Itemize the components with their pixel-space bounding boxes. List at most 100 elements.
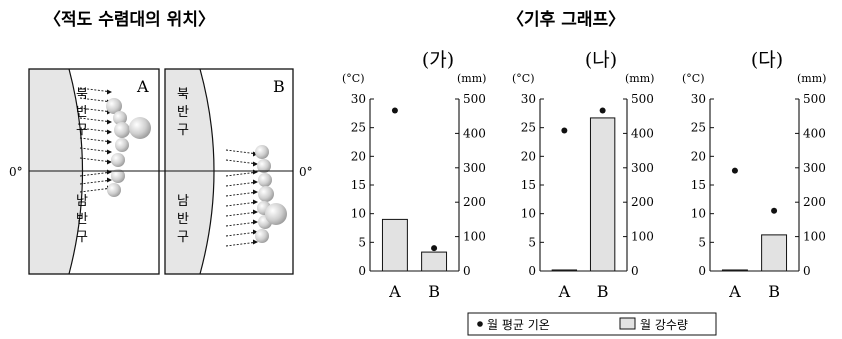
temperature-point xyxy=(431,245,438,252)
left-tick-label: 20 xyxy=(691,149,706,163)
left-tick-label: 0 xyxy=(528,264,536,278)
category-label: A xyxy=(558,282,571,301)
left-axis-unit: (°C) xyxy=(682,72,705,85)
right-tick-label: 300 xyxy=(631,161,654,175)
cloud-puff xyxy=(114,122,130,138)
left-tick-label: 25 xyxy=(521,121,536,135)
map-header: 〈적도 수렴대의 위치〉 xyxy=(44,9,215,30)
right-tick-label: 500 xyxy=(463,92,486,106)
left-tick-label: 20 xyxy=(521,149,536,163)
temperature-point xyxy=(599,107,606,114)
left-tick-label: 25 xyxy=(691,121,706,135)
category-label: B xyxy=(428,282,440,301)
left-tick-label: 30 xyxy=(521,92,536,106)
cloud-puff xyxy=(115,138,129,152)
cloud-puff xyxy=(265,203,287,225)
temperature-point xyxy=(771,207,778,214)
right-tick-label: 0 xyxy=(803,264,811,278)
wind-arrow xyxy=(79,187,113,193)
left-tick-label: 5 xyxy=(698,235,706,249)
south-label: 남 반 구 xyxy=(76,194,88,245)
north-hemisphere-char-1: 북 xyxy=(177,87,189,102)
chart-title: (가) xyxy=(422,49,454,71)
wind-arrow xyxy=(79,87,113,93)
wind-arrow xyxy=(79,117,113,123)
left-axis-unit: (°C) xyxy=(512,72,535,85)
right-tick-label: 100 xyxy=(631,230,654,244)
left-tick-label: 15 xyxy=(521,178,536,192)
arrowhead-icon xyxy=(107,169,112,175)
right-tick-label: 0 xyxy=(463,264,471,278)
left-tick-label: 15 xyxy=(691,178,706,192)
legend-precipitation: 월 강수량 xyxy=(640,318,688,332)
precipitation-bar xyxy=(761,234,788,272)
arrowhead-icon xyxy=(253,239,258,245)
cloud-puff xyxy=(106,98,122,114)
cloud-puff xyxy=(129,117,151,139)
south-hemisphere-char-1: 남 xyxy=(76,194,88,209)
wind-arrow xyxy=(225,201,259,207)
wind-arrow xyxy=(79,127,113,133)
cloud-puff xyxy=(111,169,125,183)
legend-temperature: 월 평균 기온 xyxy=(487,318,550,332)
wind-arrow xyxy=(225,211,259,217)
chart-1: (가)(°C)(mm)0510152025300100200300400500A… xyxy=(342,49,486,301)
precipitation-bar xyxy=(721,269,748,272)
right-tick-label: 100 xyxy=(463,230,486,244)
legend-box xyxy=(467,312,717,336)
left-tick-label: 30 xyxy=(691,92,706,106)
cloud-puff xyxy=(107,183,121,197)
cloud-puff xyxy=(258,173,272,187)
right-axis-unit: (mm) xyxy=(797,72,826,85)
chart-2: (나)(°C)(mm)0510152025300100200300400500A… xyxy=(512,49,654,301)
wind-arrow xyxy=(225,181,259,187)
south-hemisphere-char-3: 구 xyxy=(76,230,88,245)
convergence-clouds-b xyxy=(255,145,287,243)
arrowhead-icon xyxy=(107,139,112,145)
cloud-puff xyxy=(257,159,271,173)
arrowhead-icon xyxy=(107,129,112,135)
wind-arrow xyxy=(225,221,259,227)
chart-title: (다) xyxy=(751,49,783,71)
right-tick-label: 400 xyxy=(463,126,486,140)
right-tick-label: 400 xyxy=(631,126,654,140)
arrowhead-icon xyxy=(253,161,258,167)
cloud-puff xyxy=(113,111,127,125)
temperature-point xyxy=(561,127,568,134)
arrowhead-icon xyxy=(253,169,258,175)
wind-arrow xyxy=(79,171,113,177)
left-tick-label: 0 xyxy=(698,264,706,278)
precipitation-bar xyxy=(421,251,448,272)
temperature-point xyxy=(391,107,398,114)
temperature-marker-icon xyxy=(477,321,483,327)
left-tick-label: 5 xyxy=(358,235,366,249)
left-tick-label: 20 xyxy=(351,149,366,163)
cloud-puff xyxy=(255,145,269,159)
arrowhead-icon xyxy=(253,229,258,235)
left-tick-label: 10 xyxy=(351,207,366,221)
left-tick-label: 5 xyxy=(528,235,536,249)
south-hemisphere-char-2: 반 xyxy=(177,212,189,227)
cloud-puff xyxy=(258,186,274,202)
wind-arrow xyxy=(79,137,113,143)
right-tick-label: 200 xyxy=(803,195,826,209)
south-hemisphere-char-1: 남 xyxy=(177,194,189,209)
south-label: 남 반 구 xyxy=(177,194,189,245)
wind-arrow xyxy=(79,179,113,185)
left-tick-label: 30 xyxy=(351,92,366,106)
wind-arrow xyxy=(79,107,113,113)
wind-arrow xyxy=(225,241,259,247)
convergence-clouds-a xyxy=(106,98,151,197)
arrowhead-icon xyxy=(107,119,112,125)
north-hemisphere-char-3: 구 xyxy=(76,123,88,138)
arrowhead-icon xyxy=(107,159,112,165)
right-tick-label: 100 xyxy=(803,230,826,244)
equator-label-left: 0° xyxy=(9,165,23,179)
left-axis-unit: (°C) xyxy=(342,72,365,85)
right-tick-label: 300 xyxy=(803,161,826,175)
wind-arrow xyxy=(225,149,259,155)
precipitation-bar xyxy=(589,117,616,272)
legend: 월 평균 기온 월 강수량 xyxy=(467,312,717,336)
precipitation-bar xyxy=(551,269,578,272)
climate-charts: (가)(°C)(mm)0510152025300100200300400500A… xyxy=(342,49,826,301)
